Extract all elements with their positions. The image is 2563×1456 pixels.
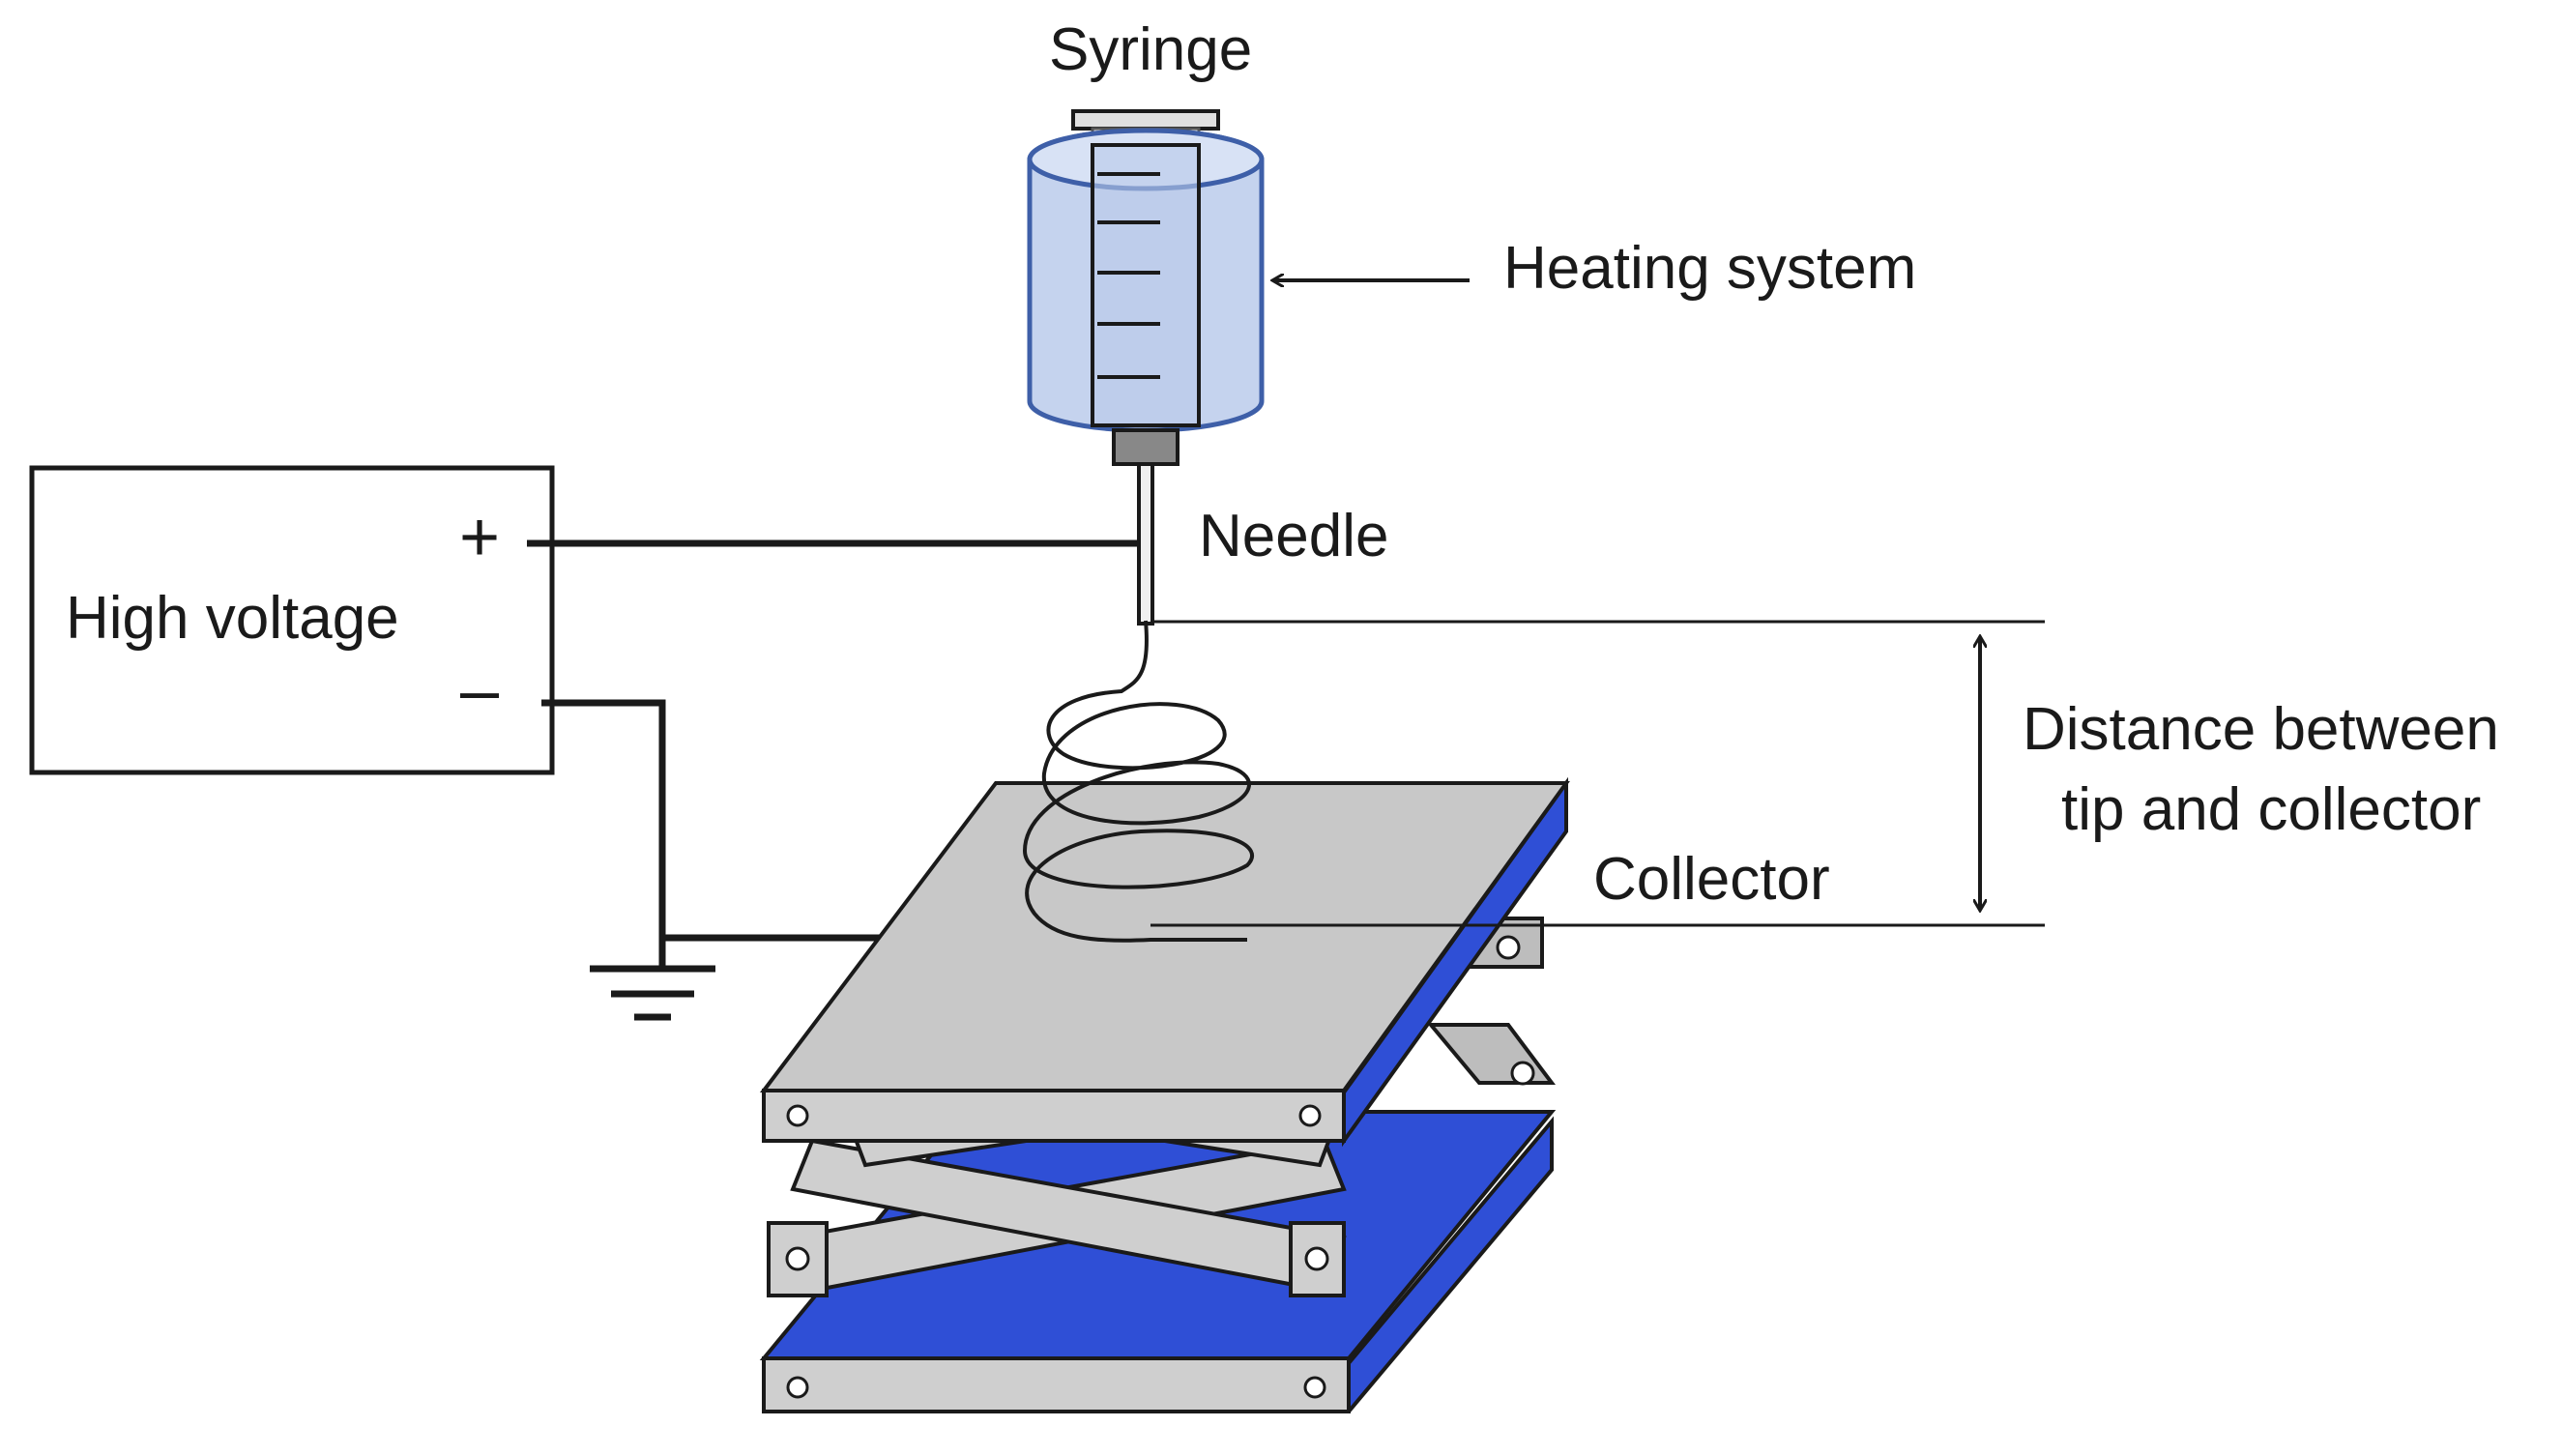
top-plate-front — [762, 1089, 1346, 1143]
negative-terminal-label: – — [460, 652, 500, 729]
high-voltage-label: High voltage — [66, 585, 399, 652]
syringe-tip — [1112, 428, 1180, 466]
wires — [527, 539, 1141, 942]
syringe-plunger-cap — [1071, 109, 1220, 131]
syringe — [1027, 109, 1265, 466]
lab-jack-collector — [759, 776, 1570, 1413]
ground-symbol-icon — [590, 938, 715, 1021]
syringe-barrel — [1091, 143, 1201, 427]
collector-label: Collector — [1593, 846, 1830, 913]
syringe-label: Syringe — [1049, 16, 1252, 83]
needle-label: Needle — [1199, 503, 1388, 569]
syringe-graduations — [1097, 172, 1160, 379]
fiber-jet — [1022, 620, 1254, 943]
distance-reference-lines — [1150, 620, 2045, 927]
needle — [1137, 462, 1154, 626]
distance-label-line2: tip and collector — [2061, 776, 2481, 843]
distance-label-line1: Distance between — [2023, 696, 2499, 763]
heating-system-label: Heating system — [1503, 235, 1916, 302]
high-voltage-box — [29, 465, 555, 775]
positive-terminal-label: + — [459, 499, 500, 576]
base-plate-front — [762, 1356, 1351, 1413]
